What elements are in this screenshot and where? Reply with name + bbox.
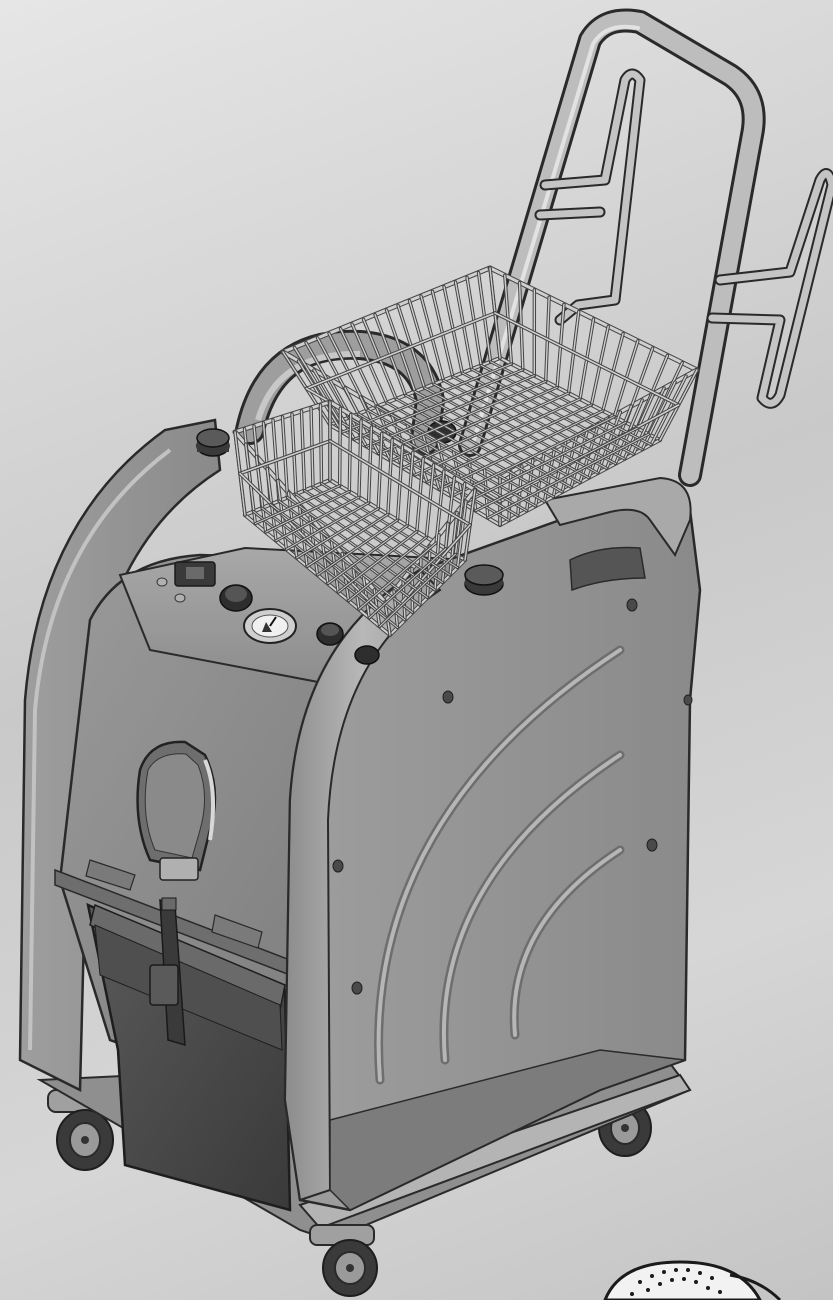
hose-hook-right [706,168,833,409]
pressure-gauge [243,608,297,644]
indicator-lights [156,577,186,603]
wire-basket-large [280,265,700,527]
brush-accessory [603,1260,782,1300]
pressure-knob[interactable] [316,622,344,646]
front-caster [309,1224,378,1297]
side-panel-screws [332,598,693,995]
hose-hook-left [534,68,646,326]
filler-cap-left[interactable] [196,428,230,457]
push-handle [458,8,766,487]
water-tank [86,897,292,1212]
power-switch[interactable] [174,561,216,587]
control-panel [156,428,504,665]
steam-knob[interactable] [219,584,253,612]
filler-cap-right[interactable] [464,564,504,596]
right-side-shell [283,476,702,1212]
hose-socket[interactable] [136,740,217,881]
side-knob[interactable] [354,645,380,665]
wire-basket-small [232,399,478,637]
side-panel-arcs [374,645,625,1085]
